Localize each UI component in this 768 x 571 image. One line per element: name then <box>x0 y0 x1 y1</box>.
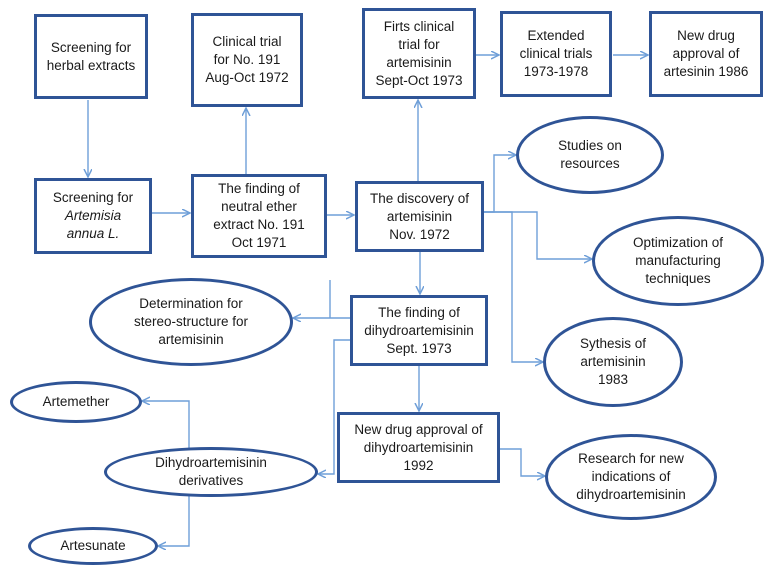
arrow-derivatives-to-artemether <box>142 401 190 448</box>
ellipse-text-line: artemisinin <box>158 332 224 347</box>
box-extended-clinical-trials: Extended clinical trials 1973-1978 <box>500 11 612 97</box>
ellipse-dihydroartemisinin-derivatives: Dihydroartemisinin derivatives <box>104 447 318 497</box>
ellipse-artesunate: Artesunate <box>28 527 158 565</box>
box-text-line: dihydroartemisinin <box>364 322 474 338</box>
box-screening-artemisia: Screening for Artemisia annua L. <box>34 178 152 254</box>
box-clinical-trial-191: Clinical trial for No. 191 Aug-Oct 1972 <box>191 13 303 107</box>
box-text-line: Sept-Oct 1973 <box>375 72 463 88</box>
box-text-line: for No. 191 <box>213 52 281 67</box>
box-text-line: approval of <box>672 46 740 61</box>
box-text-line: Screening for <box>50 39 132 55</box>
ellipse-text-line: dihydroartemisinin <box>576 487 686 502</box>
box-new-drug-approval-dihydroartemisinin: New drug approval of dihydroartemisinin … <box>337 412 500 483</box>
box-text-line: 1992 <box>403 457 434 473</box>
ellipse-text-line: 1983 <box>597 372 629 387</box>
box-text-line: artesinin 1986 <box>663 64 749 79</box>
box-discovery-artemisinin: The discovery of artemisinin Nov. 1972 <box>355 181 484 252</box>
arrow-discovery-to-resources <box>484 155 516 213</box>
ellipse-studies-on-resources: Studies on resources <box>516 116 664 194</box>
ellipse-text-line: Sythesis of <box>579 336 647 351</box>
ellipse-text-line: techniques <box>645 271 711 286</box>
box-text-line: New drug approval of <box>354 421 483 437</box>
arrow-approval-to-research <box>500 448 545 476</box>
ellipse-text-line: Optimization of <box>632 235 724 250</box>
ellipse-stereo-structure: Determination for stereo-structure for a… <box>89 278 293 366</box>
box-text-line: 1973-1978 <box>523 64 589 79</box>
ellipse-text-line: resources <box>560 156 620 171</box>
box-text-line: Clinical trial <box>212 34 282 49</box>
box-text-line: New drug <box>677 28 735 43</box>
box-first-clinical-trial-artemisinin: Firts clinical trial for artemisinin Sep… <box>362 8 476 99</box>
box-text-line: The finding of <box>378 304 460 320</box>
arrow-derivatives-to-artesunate <box>158 496 190 546</box>
arrow-to-stereo <box>293 280 350 318</box>
box-text-line: Artemisia <box>64 208 122 223</box>
ellipse-optimization-manufacturing: Optimization of manufacturing techniques <box>592 216 764 306</box>
box-text-line: Oct 1971 <box>231 235 287 250</box>
ellipse-text-line: Artesunate <box>60 538 126 553</box>
ellipse-text-line: Artemether <box>42 394 110 409</box>
box-text-line: artemisinin <box>386 54 452 70</box>
ellipse-text-line: derivatives <box>178 473 244 488</box>
box-new-drug-approval-artesinin: New drug approval of artesinin 1986 <box>649 11 763 97</box>
ellipse-text-line: Research for new <box>578 451 684 466</box>
box-text-line: Firts clinical <box>383 18 455 34</box>
ellipse-artemether: Artemether <box>10 381 142 423</box>
box-text-line: herbal extracts <box>46 57 136 73</box>
box-text-line: Extended <box>527 28 585 43</box>
box-text-line: artemisinin <box>386 208 453 224</box>
ellipse-text-line: Studies on <box>558 138 622 153</box>
box-text-line: The finding of <box>218 181 300 196</box>
box-finding-extract-191: The finding of neutral ether extract No.… <box>191 174 327 258</box>
arrow-discovery-to-optimization <box>484 211 592 259</box>
box-text-line: trial for <box>398 36 440 52</box>
box-text-line: Sept. 1973 <box>386 340 452 356</box>
box-finding-dihydroartemisinin: The finding of dihydroartemisinin Sept. … <box>350 295 488 366</box>
arrow-discovery-to-synthesis <box>484 211 543 362</box>
box-text-line: Nov. 1972 <box>389 226 450 242</box>
arrow-finding-dha-to-derivatives <box>318 339 350 474</box>
ellipse-text-line: Dihydroartemisinin <box>155 455 267 470</box>
ellipse-research-new-indications: Research for new indications of dihydroa… <box>545 434 717 520</box>
ellipse-text-line: Determination for <box>139 296 243 311</box>
ellipse-text-line: stereo-structure for <box>133 314 249 329</box>
box-text-line: annua L. <box>66 226 120 241</box>
box-text-line: Screening for <box>52 190 134 205</box>
box-text-line: Aug-Oct 1972 <box>205 70 289 85</box>
ellipse-text-line: manufacturing <box>635 253 721 268</box>
box-screening-herbal-extracts: Screening for herbal extracts <box>34 14 148 99</box>
box-text-line: The discovery of <box>369 190 470 206</box>
box-text-line: dihydroartemisinin <box>363 439 474 455</box>
box-text-line: extract No. 191 <box>213 217 305 232</box>
ellipse-text-line: indications of <box>591 469 671 484</box>
box-text-line: neutral ether <box>221 199 297 214</box>
box-text-line: clinical trials <box>519 46 593 61</box>
ellipse-text-line: artemisinin <box>580 354 646 369</box>
ellipse-synthesis-artemisinin: Sythesis of artemisinin 1983 <box>543 317 683 407</box>
